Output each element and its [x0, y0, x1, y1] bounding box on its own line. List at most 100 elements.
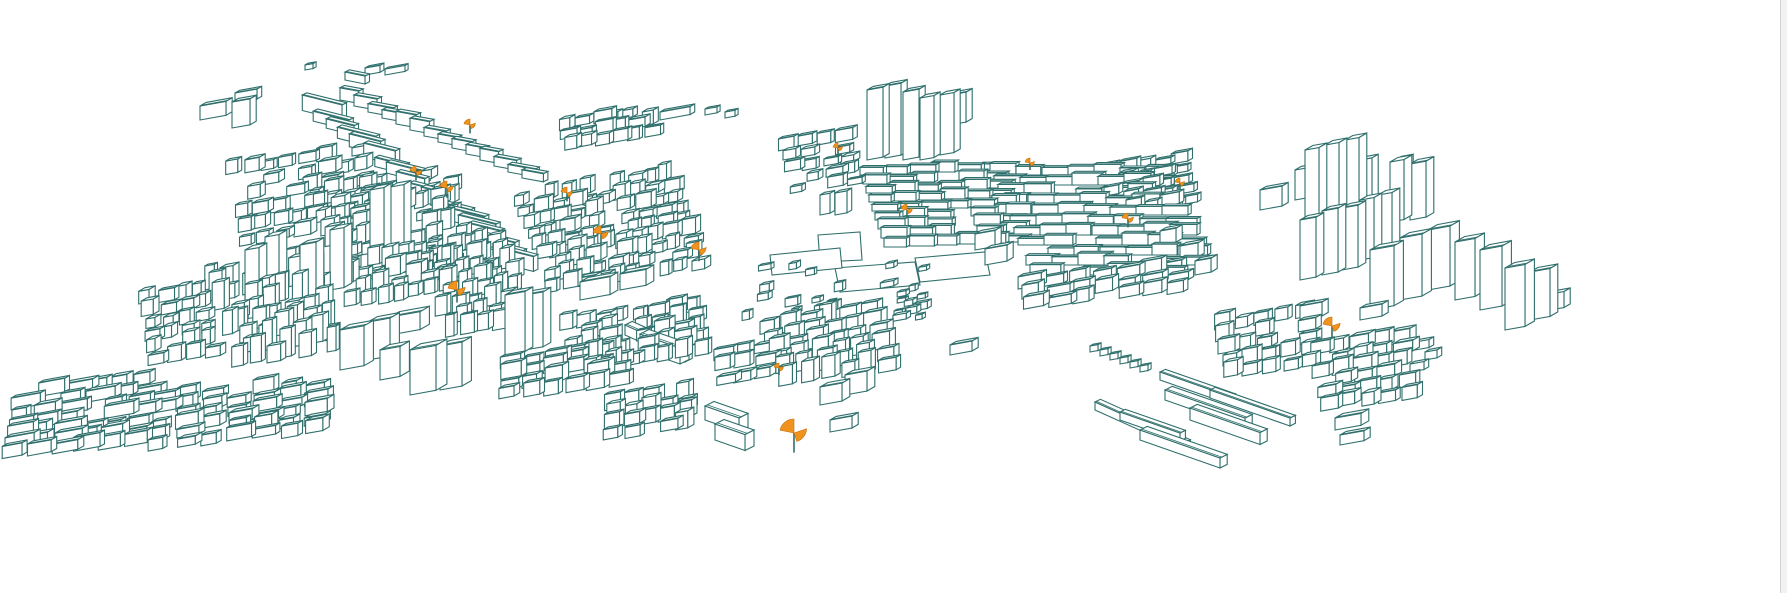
building-block: [634, 313, 652, 331]
location-markers[interactable]: [409, 118, 1341, 453]
building-block: [1, 438, 28, 460]
building-block: [513, 190, 530, 207]
building-block: [627, 112, 651, 131]
building-block: [140, 294, 160, 318]
building-block: [298, 148, 321, 165]
orange-pin-marker-icon[interactable]: [690, 241, 707, 262]
building-block: [974, 225, 1002, 251]
building-block: [1039, 164, 1074, 176]
building-block: [834, 187, 853, 216]
building-block: [879, 276, 899, 289]
building-block: [231, 341, 249, 368]
building-block: [733, 348, 755, 369]
building-block: [637, 250, 656, 268]
building-block: [200, 428, 222, 447]
orange-pin-marker-icon[interactable]: [447, 280, 466, 303]
building-block: [885, 259, 898, 270]
building-block: [1359, 299, 1389, 321]
building-block: [444, 310, 458, 338]
building-block: [167, 340, 187, 364]
building-block: [247, 180, 266, 200]
building-block: [962, 188, 995, 199]
building-block: [676, 377, 695, 400]
orange-pin-marker-icon[interactable]: [463, 118, 476, 134]
building-block: [1208, 386, 1297, 427]
building-block: [829, 411, 859, 433]
building-block: [378, 282, 394, 305]
building-block: [251, 196, 275, 216]
building-block: [632, 304, 649, 321]
building-block: [263, 167, 286, 186]
building-block: [819, 189, 836, 216]
building-block: [277, 151, 297, 169]
orange-pin-marker-icon[interactable]: [832, 142, 843, 155]
building-block: [602, 423, 623, 441]
building-block: [1194, 253, 1218, 276]
building-block: [317, 154, 343, 176]
building-block: [238, 231, 256, 247]
building-block: [1159, 188, 1185, 208]
building-block: [379, 340, 410, 381]
building-block: [244, 152, 266, 174]
building-block: [476, 308, 495, 332]
building-block: [304, 60, 317, 71]
orange-pin-marker-icon[interactable]: [1121, 212, 1134, 228]
building-block: [326, 323, 340, 353]
building-block: [523, 210, 541, 230]
orange-pin-marker-icon[interactable]: [439, 180, 454, 198]
building-block: [364, 62, 385, 76]
building-block: [869, 201, 903, 212]
building-block: [146, 333, 162, 354]
building-block: [559, 308, 578, 331]
building-block: [833, 278, 847, 293]
building-block: [1022, 289, 1050, 310]
building-block: [892, 309, 912, 322]
building-block: [1361, 386, 1382, 407]
building-block: [103, 397, 140, 420]
building-block: [1274, 303, 1293, 322]
building-block: [367, 242, 384, 267]
building-block: [562, 267, 583, 290]
building-block: [211, 276, 230, 312]
building-block: [866, 82, 890, 161]
building-block: [1399, 227, 1432, 301]
building-block: [624, 421, 645, 440]
building-block: [918, 263, 931, 273]
building-block: [659, 257, 673, 277]
orange-pin-marker-icon[interactable]: [1174, 177, 1185, 190]
building-block: [434, 291, 452, 317]
building-block: [407, 279, 424, 298]
building-block: [667, 187, 684, 204]
orange-pin-marker-icon[interactable]: [1322, 316, 1341, 339]
building-block: [1344, 132, 1368, 211]
building-block: [1188, 403, 1269, 446]
building-block: [914, 190, 947, 201]
building-block: [1280, 336, 1301, 358]
building-block: [293, 216, 318, 238]
building-block: [1301, 349, 1322, 368]
building-block: [201, 409, 227, 429]
building-block: [1320, 391, 1344, 412]
building-block: [914, 311, 926, 321]
building-block: [800, 143, 821, 158]
orange-pin-marker-icon[interactable]: [592, 225, 609, 246]
building-block: [905, 302, 922, 316]
building-block: [608, 367, 634, 388]
building-block: [916, 290, 929, 300]
orange-pin-marker-icon[interactable]: [409, 165, 422, 181]
orange-pin-marker-icon[interactable]: [900, 203, 913, 219]
orange-pin-marker-icon[interactable]: [773, 362, 784, 375]
orange-pin-marker-icon[interactable]: [560, 186, 573, 202]
viewport-scroll-edge[interactable]: [1780, 0, 1787, 593]
building-block: [234, 199, 253, 219]
building-block: [674, 334, 694, 359]
building-block: [659, 102, 696, 121]
orange-pin-marker-icon[interactable]: [1024, 157, 1035, 170]
building-block: [517, 203, 534, 218]
orange-pin-marker-icon[interactable]: [779, 418, 807, 453]
building-block: [1504, 258, 1535, 331]
building-block: [1149, 241, 1183, 256]
building-block: [811, 293, 825, 304]
